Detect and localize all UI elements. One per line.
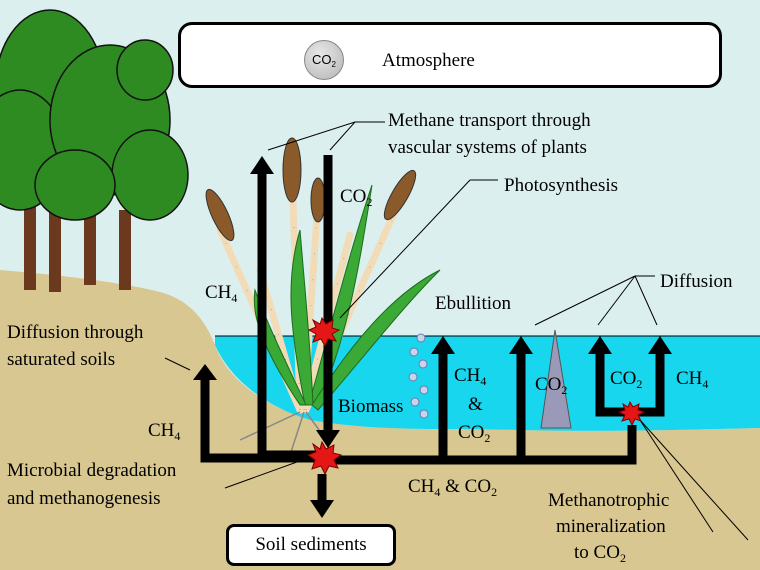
soil-sediments-label: Soil sediments: [255, 534, 367, 555]
atmosphere-box: [178, 22, 722, 88]
methanotroph-burst: [617, 400, 646, 427]
diffusion-label: Diffusion: [660, 271, 733, 292]
co2-diffusion-wedge: [540, 329, 572, 429]
trees: [0, 9, 189, 292]
ch4-co2-lateral-label: CH4 & CO2: [408, 476, 498, 499]
methanotrophic-label-2: mineralization: [556, 516, 666, 537]
ch4-methanotroph-label: CH4: [676, 368, 709, 391]
ebullition-label: Ebullition: [435, 293, 511, 314]
ch4-ebullition-label: CH4: [454, 365, 487, 388]
biomass-label: Biomass: [338, 396, 404, 417]
methanotrophic-label-1: Methanotrophic: [548, 490, 670, 511]
flux-arrows: [193, 155, 672, 518]
diffusion-soils-label-1: Diffusion through: [7, 322, 144, 343]
ch4-soil-label: CH4: [148, 420, 181, 443]
co2-ebullition-label: CO2: [458, 422, 491, 445]
co2-uptake-label: CO2: [340, 186, 373, 209]
soil-ground: [0, 270, 760, 570]
atmosphere-label: Atmosphere: [382, 50, 475, 71]
methanogenesis-burst: [306, 440, 343, 476]
methane-transport-label-2: vascular systems of plants: [388, 137, 587, 158]
lateral-flux-arrow: [330, 425, 637, 465]
co2-bubble-icon: CO2: [304, 40, 344, 80]
cattail-plant: [205, 137, 441, 456]
microbial-label-2: and methanogenesis: [7, 488, 161, 509]
microbial-label-1: Microbial degradation: [7, 460, 177, 481]
photosynthesis-label: Photosynthesis: [504, 175, 619, 196]
co2-wedge-label: CO2: [535, 374, 568, 397]
ebullition-bubbles: [408, 333, 429, 419]
pointer-lines: [164, 121, 749, 541]
co2-methanotroph-label: CO2: [610, 368, 643, 391]
methane-transport-label-1: Methane transport through: [388, 110, 591, 131]
plant-transport-arrow: [257, 172, 320, 460]
methanotrophic-label-3: to CO2: [574, 542, 626, 565]
photosynthesis-burst: [307, 316, 341, 348]
diffusion-soils-label-2: saturated soils: [7, 349, 116, 370]
soil-sediments-box: Soil sediments: [226, 524, 396, 566]
ch4-plant-label: CH4: [205, 282, 238, 305]
reaction-bursts: [306, 316, 646, 476]
amp-ebullition-label: &: [468, 394, 483, 415]
